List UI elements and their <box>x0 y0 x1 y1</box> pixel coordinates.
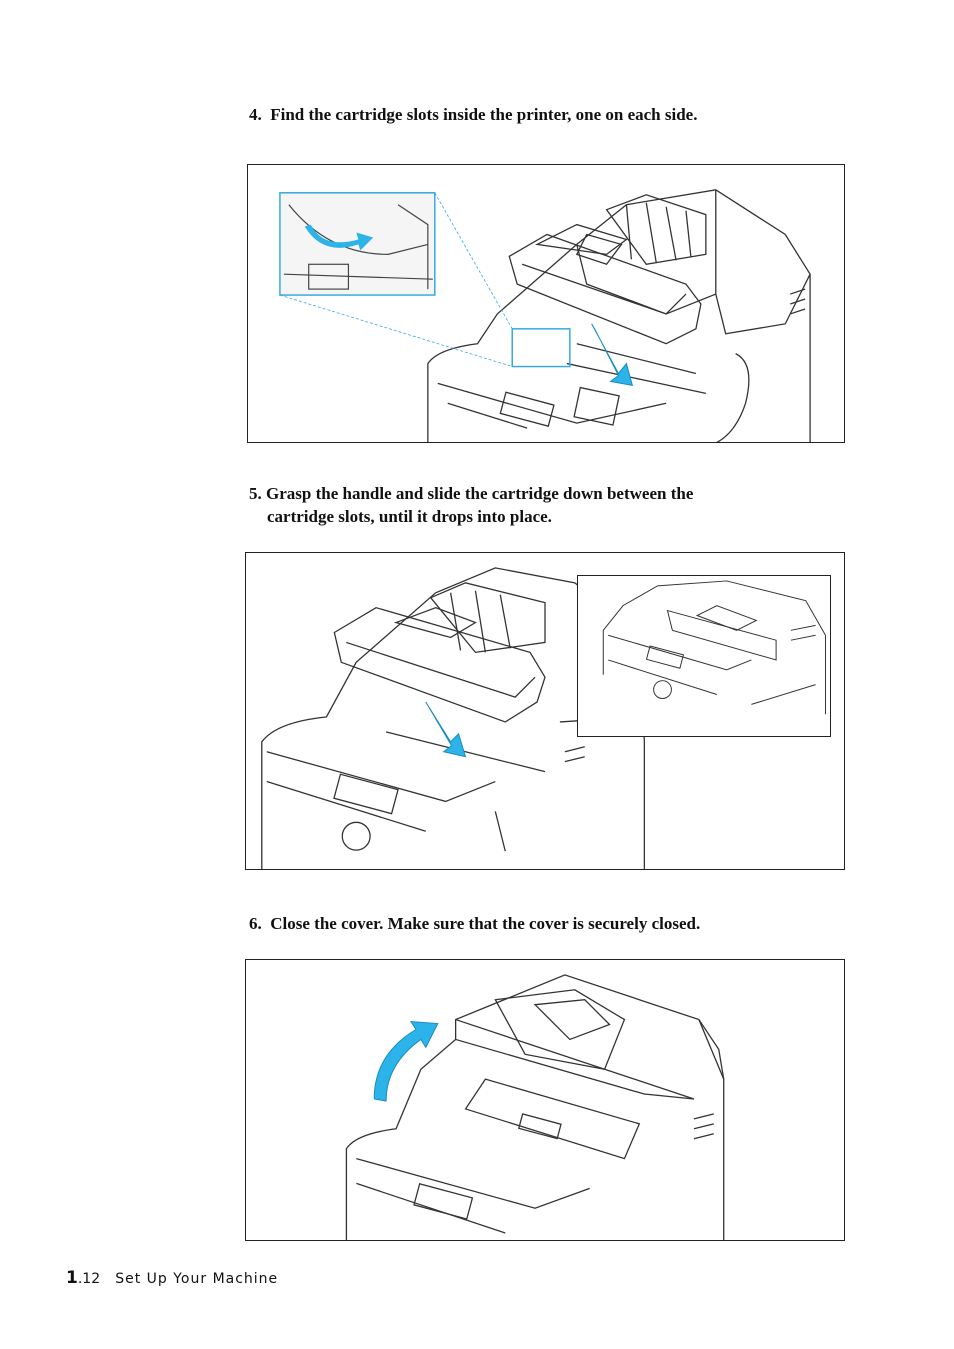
step-number: 4. <box>249 105 262 124</box>
step-4: 4. Find the cartridge slots inside the p… <box>249 103 697 126</box>
printer-illustration-small <box>602 580 826 715</box>
step-text: Find the cartridge slots inside the prin… <box>270 105 698 124</box>
step-5: 5. Grasp the handle and slide the cartri… <box>249 482 693 528</box>
page-number-minor: .12 <box>77 1271 101 1287</box>
printer-illustration <box>261 567 646 869</box>
page-footer: 1.12 Set Up Your Machine <box>66 1268 278 1288</box>
figure-slide-cartridge <box>245 552 845 870</box>
step-number: 6. <box>249 914 262 933</box>
step-number: 5. <box>249 484 262 503</box>
printer-illustration <box>279 189 811 442</box>
section-title: Set Up Your Machine <box>115 1271 279 1287</box>
figure-close-cover <box>245 959 845 1241</box>
page-number-major: 1 <box>66 1268 78 1288</box>
inset-cartridge-installed <box>577 575 831 737</box>
step-text-line-2: cartridge slots, until it drops into pla… <box>267 507 552 526</box>
step-text: Close the cover. Make sure that the cove… <box>270 914 701 933</box>
page-number: 1.12 <box>66 1268 100 1288</box>
step-text-line-1: Grasp the handle and slide the cartridge… <box>266 484 694 503</box>
printer-illustration <box>345 974 725 1240</box>
figure-cartridge-slots <box>247 164 845 443</box>
step-6: 6. Close the cover. Make sure that the c… <box>249 912 700 935</box>
